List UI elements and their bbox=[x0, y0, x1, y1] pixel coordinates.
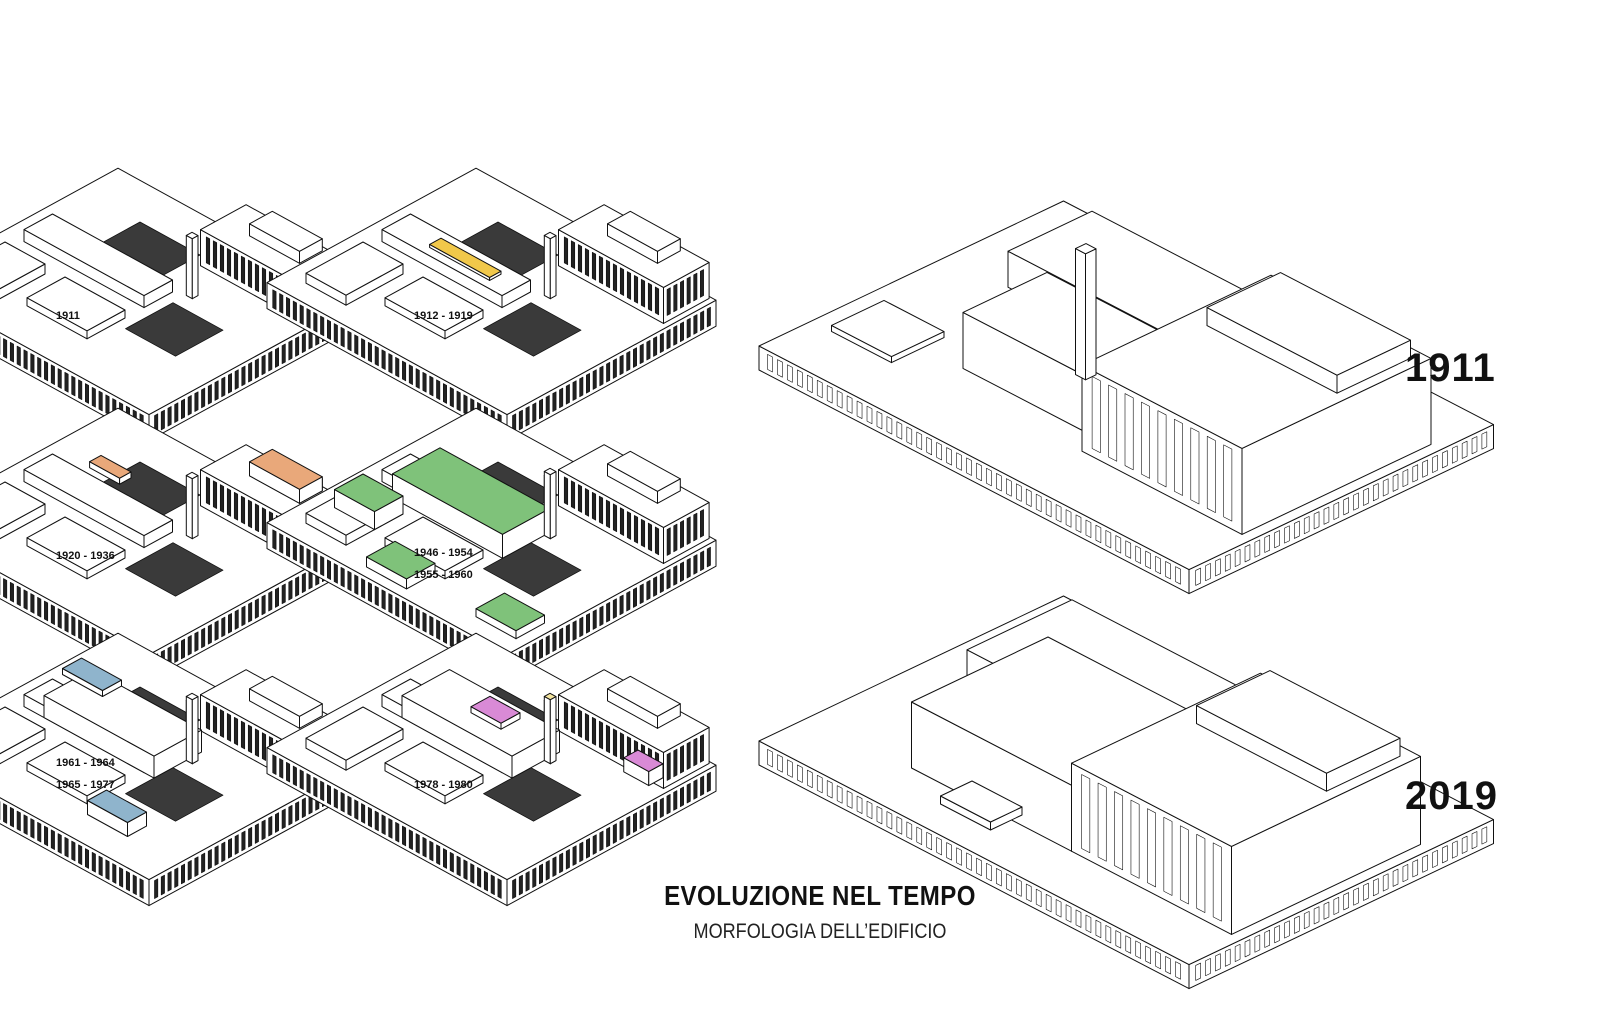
chimney bbox=[185, 471, 199, 540]
main-windows bbox=[563, 236, 660, 316]
phase-drawing-1911 bbox=[0, 100, 390, 442]
courtyard bbox=[125, 767, 224, 822]
wing-b bbox=[305, 706, 404, 771]
wing-c bbox=[384, 276, 484, 340]
low-annex bbox=[940, 780, 1023, 831]
wing-b bbox=[0, 481, 46, 540]
wing-c bbox=[26, 276, 126, 340]
courtyard bbox=[483, 767, 582, 822]
main-windows-side bbox=[666, 734, 704, 781]
wing-c bbox=[26, 741, 126, 805]
base-windows-left bbox=[0, 801, 144, 899]
added-volume-1965 bbox=[87, 789, 147, 837]
phase-drawing-1978-1980 bbox=[266, 565, 748, 907]
base-windows-right bbox=[1195, 826, 1488, 981]
roof-block bbox=[607, 675, 681, 729]
wing-b bbox=[0, 241, 46, 300]
roof-block bbox=[249, 675, 323, 729]
chimney bbox=[543, 231, 557, 300]
courtyard bbox=[125, 542, 224, 597]
wing-a bbox=[23, 213, 173, 309]
wing-a bbox=[23, 453, 173, 549]
main-windows-side bbox=[666, 269, 704, 316]
courtyard bbox=[483, 302, 582, 357]
chimney bbox=[543, 467, 557, 540]
base-windows-left bbox=[767, 354, 1181, 585]
added-volume-1955 bbox=[366, 540, 436, 590]
phase-label: 1978 - 1980 bbox=[414, 779, 473, 791]
added-volume-1920 bbox=[249, 448, 323, 504]
caption: EVOLUZIONE NEL TEMPO MORFOLOGIA DELL’EDI… bbox=[600, 880, 1040, 944]
phase-label: 1912 - 1919 bbox=[414, 310, 473, 322]
phase-drawing-1946-1960 bbox=[266, 340, 748, 682]
courtyard bbox=[483, 542, 582, 597]
base-windows-right bbox=[512, 771, 711, 899]
added-volume-1978 bbox=[623, 749, 664, 787]
comparison-year-label: 1911 bbox=[1405, 346, 1496, 390]
comparison-year-label: 2019 bbox=[1405, 774, 1498, 818]
main-windows bbox=[563, 476, 660, 556]
roof-block bbox=[607, 210, 681, 264]
main-windows-side bbox=[666, 509, 704, 556]
added-volume-1920 bbox=[89, 454, 132, 485]
base-windows-right bbox=[512, 546, 711, 674]
added-volume-1912 bbox=[429, 237, 502, 281]
added-volume-1978 bbox=[470, 695, 521, 730]
phase-label: 1920 - 1936 bbox=[56, 550, 115, 562]
added-volume-1946 bbox=[392, 447, 551, 559]
wing-c bbox=[384, 741, 484, 805]
chimney bbox=[185, 692, 199, 765]
wing-c bbox=[26, 516, 126, 580]
phase-drawing-1920-1936 bbox=[0, 340, 390, 682]
base-windows-right bbox=[1195, 431, 1488, 586]
roof-block bbox=[607, 450, 681, 504]
wing-b bbox=[0, 706, 46, 765]
comparison-drawing-1911 bbox=[758, 90, 1520, 595]
chimney bbox=[543, 692, 557, 765]
courtyard bbox=[125, 302, 224, 357]
phase-label: 1911 bbox=[56, 310, 80, 322]
base-windows-right bbox=[512, 306, 711, 434]
base-windows-left bbox=[272, 754, 502, 899]
phase-label: 1946 - 1954 bbox=[414, 547, 473, 559]
added-volume-1955 bbox=[475, 592, 545, 640]
roof-block bbox=[249, 210, 323, 264]
phase-label: 1961 - 1964 bbox=[56, 757, 115, 769]
roof-block bbox=[1206, 272, 1411, 394]
chimney bbox=[185, 231, 199, 300]
comparison-drawing-2019 bbox=[758, 485, 1520, 990]
chimney bbox=[1075, 243, 1097, 381]
added-volume-1961 bbox=[62, 657, 122, 697]
added-volume-1955 bbox=[334, 473, 404, 531]
phase-label-secondary: 1955 - 1960 bbox=[414, 569, 473, 581]
phase-drawing-1912-1919 bbox=[266, 100, 748, 442]
wing-b bbox=[305, 241, 404, 306]
main-windows bbox=[1081, 774, 1222, 922]
caption-subtitle: MORFOLOGIA DELL’EDIFICIO bbox=[693, 920, 947, 943]
caption-title: EVOLUZIONE NEL TEMPO bbox=[664, 880, 976, 911]
base-windows-left bbox=[767, 749, 1181, 980]
roof-block bbox=[1196, 670, 1401, 792]
base-windows-left bbox=[272, 289, 502, 434]
shed-roof bbox=[831, 299, 945, 364]
phase-label-secondary: 1965 - 1977 bbox=[56, 779, 115, 791]
main-windows bbox=[1091, 376, 1233, 522]
